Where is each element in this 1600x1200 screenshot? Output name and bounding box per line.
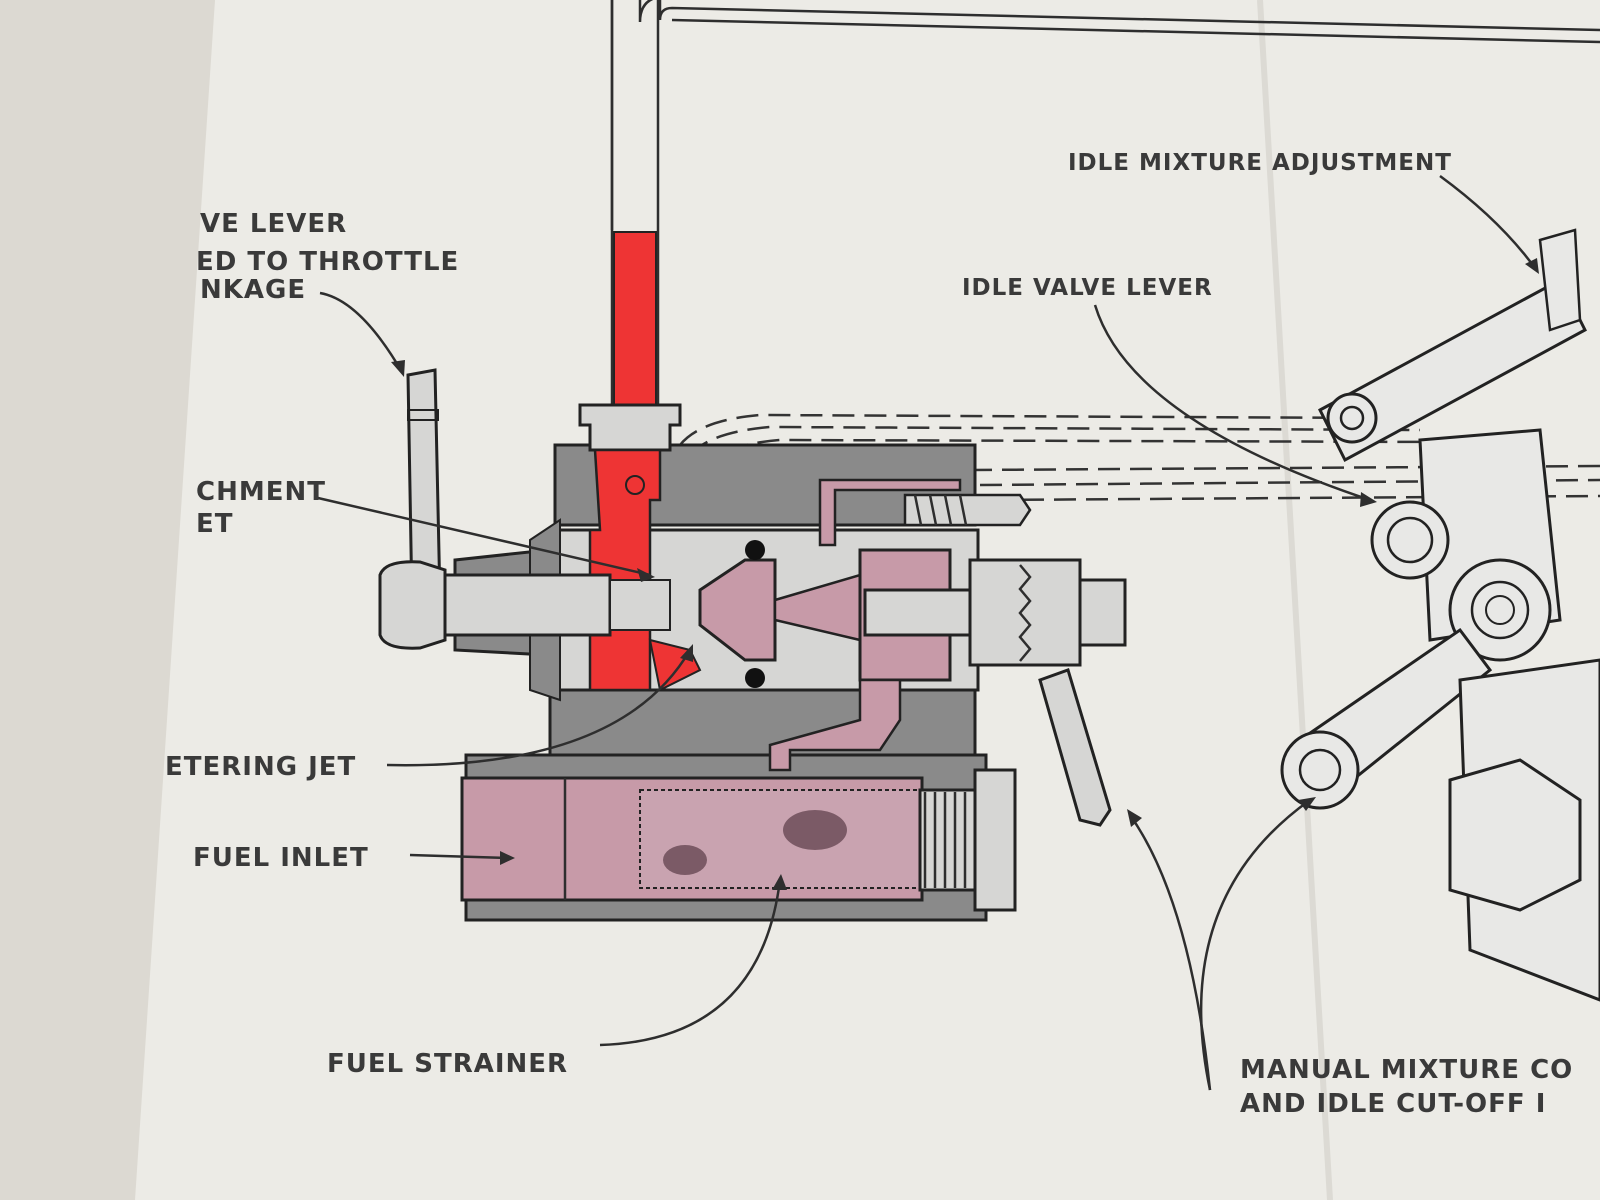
label-idle-valve-lever: IDLE VALVE LEVER bbox=[962, 275, 1213, 301]
attachment-jet-line-2: ET bbox=[196, 509, 234, 539]
manual-mixture-arm bbox=[1038, 668, 1112, 827]
regulator-body bbox=[438, 403, 1127, 922]
attachment-jet-line-1: CHMENT bbox=[196, 477, 326, 507]
throttle-lever-line-3: NKAGE bbox=[200, 275, 306, 305]
label-idle-mixture-adjustment: IDLE MIXTURE ADJUSTMENT bbox=[1068, 150, 1452, 176]
throttle-lever-line-1: VE LEVER bbox=[200, 209, 347, 239]
label-fuel-inlet: FUEL INLET bbox=[193, 843, 369, 873]
idle-valve-assembly bbox=[1280, 228, 1600, 1002]
manual-mixture-line-1: MANUAL MIXTURE CO bbox=[1240, 1055, 1573, 1085]
label-attachment-jet: CHMENT ET bbox=[196, 477, 326, 539]
throttle-lever-line-2: ED TO THROTTLE bbox=[196, 247, 459, 277]
label-throttle-lever: VE LEVER ED TO THROTTLE NKAGE bbox=[196, 209, 459, 305]
label-fuel-strainer: FUEL STRAINER bbox=[327, 1049, 568, 1079]
paper-fold bbox=[1257, 0, 1333, 1200]
label-metering-jet: ETERING JET bbox=[165, 752, 356, 782]
label-manual-mixture: MANUAL MIXTURE CO AND IDLE CUT-OFF I bbox=[1240, 1055, 1573, 1119]
leader-arrows bbox=[317, 174, 1539, 1091]
manual-mixture-line-2: AND IDLE CUT-OFF I bbox=[1240, 1089, 1546, 1119]
throttle-lever bbox=[378, 368, 447, 650]
